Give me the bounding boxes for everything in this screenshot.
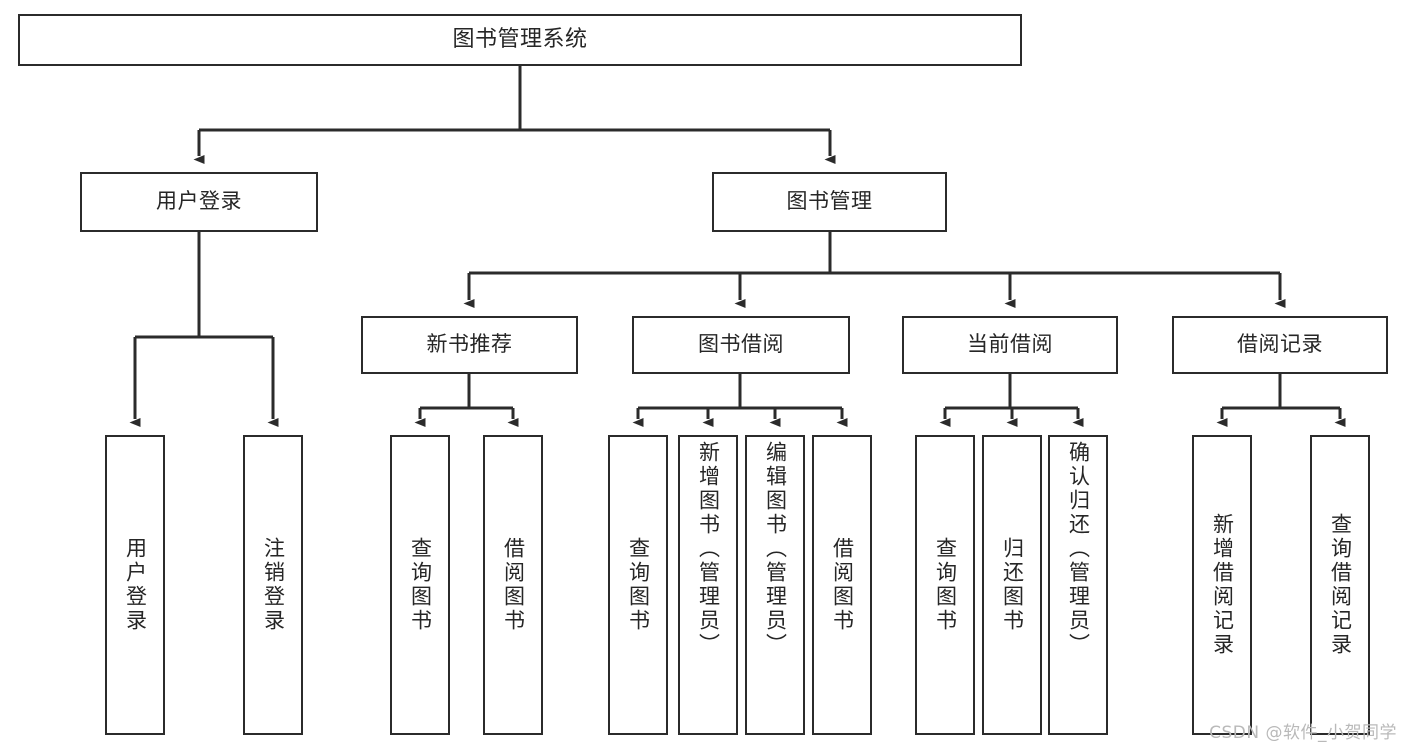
node-new-book-recommend-label: 新书推荐 (426, 332, 513, 357)
node-borrow-record-label: 借阅记录 (1237, 332, 1323, 357)
node-book-borrow-label: 图书借阅 (698, 332, 784, 357)
node-borrow-record[interactable]: 借阅记录 (1172, 316, 1388, 374)
node-leaf-user-login[interactable]: 用户登录 (105, 435, 165, 735)
node-leaf-logout-login-label: 注销登录 (261, 537, 286, 633)
node-leaf-return-book-label: 归还图书 (1000, 537, 1025, 633)
node-leaf-query-book-2-label: 查询图书 (626, 537, 651, 633)
watermark-text: CSDN @软件_小贺同学 (1209, 723, 1397, 743)
node-leaf-return-book[interactable]: 归还图书 (982, 435, 1042, 735)
node-leaf-add-book-admin-label: 新增图书（管理员） (696, 441, 721, 657)
node-leaf-borrow-book-1-label: 借阅图书 (501, 537, 526, 633)
node-leaf-edit-book-admin-label: 编辑图书（管理员） (763, 441, 788, 657)
node-leaf-query-book-2[interactable]: 查询图书 (608, 435, 668, 735)
node-leaf-confirm-return-admin-label: 确认归还（管理员） (1066, 441, 1091, 657)
node-leaf-add-book-admin[interactable]: 新增图书（管理员） (678, 435, 738, 735)
node-leaf-query-book-3[interactable]: 查询图书 (915, 435, 975, 735)
node-book-borrow[interactable]: 图书借阅 (632, 316, 850, 374)
node-leaf-borrow-book-1[interactable]: 借阅图书 (483, 435, 543, 735)
node-leaf-add-borrow-record-label: 新增借阅记录 (1210, 513, 1235, 657)
node-current-borrow[interactable]: 当前借阅 (902, 316, 1118, 374)
node-leaf-confirm-return-admin[interactable]: 确认归还（管理员） (1048, 435, 1108, 735)
node-new-book-recommend[interactable]: 新书推荐 (361, 316, 578, 374)
node-leaf-user-login-label: 用户登录 (123, 537, 148, 633)
node-book-manage-label: 图书管理 (786, 189, 873, 214)
node-leaf-borrow-book-2[interactable]: 借阅图书 (812, 435, 872, 735)
node-leaf-add-borrow-record[interactable]: 新增借阅记录 (1192, 435, 1252, 735)
node-leaf-query-book-1[interactable]: 查询图书 (390, 435, 450, 735)
node-root-label: 图书管理系统 (452, 26, 588, 52)
node-leaf-borrow-book-2-label: 借阅图书 (830, 537, 855, 633)
node-user-login-label: 用户登录 (156, 189, 242, 214)
node-root[interactable]: 图书管理系统 (18, 14, 1022, 66)
node-leaf-edit-book-admin[interactable]: 编辑图书（管理员） (745, 435, 805, 735)
node-leaf-logout-login[interactable]: 注销登录 (243, 435, 303, 735)
node-current-borrow-label: 当前借阅 (967, 332, 1053, 357)
node-book-manage[interactable]: 图书管理 (712, 172, 947, 232)
node-user-login[interactable]: 用户登录 (80, 172, 318, 232)
node-leaf-query-book-3-label: 查询图书 (933, 537, 958, 633)
node-leaf-query-borrow-record[interactable]: 查询借阅记录 (1310, 435, 1370, 735)
node-leaf-query-book-1-label: 查询图书 (408, 537, 433, 633)
node-leaf-query-borrow-record-label: 查询借阅记录 (1328, 513, 1353, 657)
